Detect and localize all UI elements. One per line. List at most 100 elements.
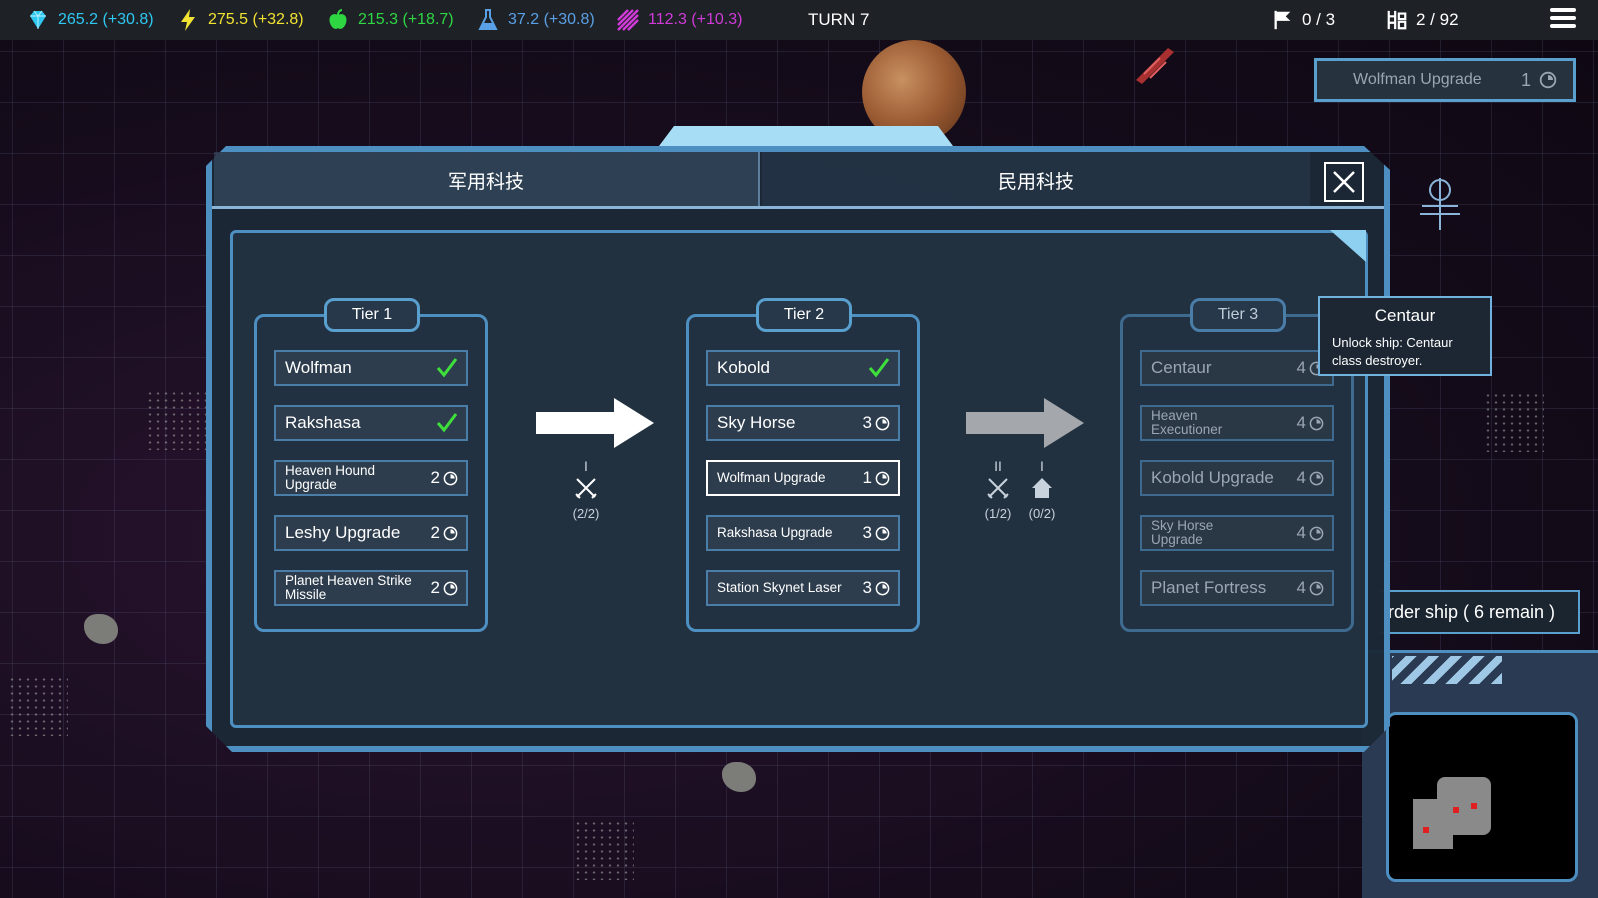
tech-name: Heaven Hound Upgrade [285, 462, 376, 492]
tech-station-skynet-laser[interactable]: Station Skynet Laser 3 [706, 570, 900, 606]
tier-2-label: Tier 2 [756, 298, 852, 332]
tech-planet-heaven-strike-missile[interactable]: Planet Heaven Strike Missile 2 [274, 570, 468, 606]
food-value: 215.3 (+18.7) [358, 11, 454, 28]
tech-name: Kobold [717, 358, 770, 378]
fleet-counter[interactable]: 2 / 92 [1386, 0, 1459, 40]
tech-rakshasa-upgrade[interactable]: Rakshasa Upgrade 3 [706, 515, 900, 551]
tech-centaur[interactable]: Centaur 4 [1140, 350, 1334, 386]
science-resource[interactable]: 37.2 (+30.8) [476, 0, 595, 40]
flag-icon [1274, 10, 1291, 30]
tech-heaven-hound-upgrade[interactable]: Heaven Hound Upgrade 2 [274, 460, 468, 496]
tech-kobold[interactable]: Kobold [706, 350, 900, 386]
checkmark-icon [436, 358, 458, 378]
science-value: 37.2 (+30.8) [508, 11, 595, 28]
clock-icon [1539, 71, 1557, 89]
checkmark-icon [436, 413, 458, 433]
tech-cost: 3 [862, 578, 872, 597]
order-ship-bar[interactable]: rder ship ( 6 remain ) [1380, 590, 1580, 634]
hamburger-menu-icon[interactable] [1550, 8, 1576, 32]
clock-icon [875, 526, 890, 540]
clock-icon [1309, 526, 1324, 540]
tech-name: Planet Fortress [1151, 578, 1267, 598]
food-icon [329, 9, 347, 29]
tier-2-requirement: I (2/2) [568, 458, 604, 521]
debris-field [1484, 392, 1544, 452]
tech-name: Heaven Executioner [1151, 407, 1223, 437]
clock-icon [443, 581, 458, 595]
tab-civil-tech[interactable]: 民用科技 [762, 152, 1310, 208]
crystal-value: 265.2 (+30.8) [58, 11, 154, 28]
arrow-right-locked-icon [966, 398, 1084, 448]
clock-icon [875, 471, 890, 485]
tech-name: Planet Heaven Strike Missile [285, 572, 412, 602]
order-ship-text: rder ship ( 6 remain ) [1388, 601, 1556, 622]
requirement-tier: I [584, 458, 588, 474]
food-resource[interactable]: 215.3 (+18.7) [326, 0, 454, 40]
requirement-tier: II [994, 458, 1002, 474]
debris-field [146, 390, 206, 450]
tab-divider [212, 206, 1384, 209]
research-queue-badge[interactable]: Wolfman Upgrade 1 [1314, 58, 1576, 102]
minimap-territory [1437, 777, 1491, 835]
close-icon [1333, 171, 1355, 193]
resource-bar: 265.2 (+30.8) 275.5 (+32.8) 215.3 (+18.7… [0, 0, 1598, 40]
influence-icon [617, 9, 639, 31]
crystal-icon [30, 10, 46, 29]
tech-name: Leshy Upgrade [285, 523, 401, 543]
queue-turns: 1 [1520, 69, 1531, 90]
tab-military-tech[interactable]: 军用科技 [214, 152, 760, 208]
tech-tooltip: Centaur Unlock ship: Centaur class destr… [1318, 296, 1492, 376]
space-station-icon[interactable] [1412, 176, 1468, 232]
requirement-tier: I [1040, 458, 1044, 474]
asteroid [84, 614, 118, 644]
minimap[interactable] [1386, 712, 1578, 882]
crossed-swords-icon [575, 478, 597, 499]
tech-wolfman[interactable]: Wolfman [274, 350, 468, 386]
minimap-enemy-marker [1471, 803, 1477, 809]
crystal-resource[interactable]: 265.2 (+30.8) [26, 0, 154, 40]
clock-icon [1309, 416, 1324, 430]
tech-planet-fortress[interactable]: Planet Fortress 4 [1140, 570, 1334, 606]
tech-name: Sky Horse [717, 413, 796, 433]
tech-cost: 3 [862, 523, 872, 542]
flag-counter[interactable]: 0 / 3 [1272, 0, 1335, 40]
tech-name: Kobold Upgrade [1151, 468, 1274, 488]
tech-name: Rakshasa Upgrade [717, 524, 833, 540]
tech-heaven-executioner[interactable]: Heaven Executioner 4 [1140, 405, 1334, 441]
tech-name: Station Skynet Laser [717, 579, 842, 595]
close-button[interactable] [1324, 162, 1364, 202]
energy-resource[interactable]: 275.5 (+32.8) [176, 0, 304, 40]
influence-value: 112.3 (+10.3) [648, 11, 743, 28]
debris-field [574, 820, 634, 880]
tech-cost: 4 [1296, 523, 1306, 542]
asteroid [722, 762, 756, 792]
crossed-swords-icon [987, 478, 1009, 499]
turn-indicator: TURN 7 [808, 10, 870, 29]
requirement-progress: (2/2) [572, 506, 600, 521]
enemy-ship-icon[interactable] [1130, 42, 1180, 84]
tech-name: Rakshasa [285, 413, 361, 433]
clock-icon [1309, 471, 1324, 485]
tech-sky-horse[interactable]: Sky Horse 3 [706, 405, 900, 441]
energy-icon [181, 9, 195, 31]
energy-value: 275.5 (+32.8) [208, 11, 304, 28]
tech-cost: 4 [1296, 578, 1306, 597]
tier-1-label: Tier 1 [324, 298, 420, 332]
tech-kobold-upgrade[interactable]: Kobold Upgrade 4 [1140, 460, 1334, 496]
debris-field [8, 676, 68, 736]
flag-count: 0 / 3 [1302, 10, 1336, 29]
clock-icon [443, 526, 458, 540]
tech-wolfman-upgrade[interactable]: Wolfman Upgrade 1 [706, 460, 900, 496]
tier-3-label: Tier 3 [1190, 298, 1286, 332]
tech-leshy-upgrade[interactable]: Leshy Upgrade 2 [274, 515, 468, 551]
tier-3-requirement-military: II (1/2) [978, 458, 1018, 521]
minimap-enemy-marker [1423, 827, 1429, 833]
clock-icon [1309, 581, 1324, 595]
tier-3-requirement-civil: I (0/2) [1022, 458, 1062, 521]
tech-rakshasa[interactable]: Rakshasa [274, 405, 468, 441]
checkmark-icon [868, 358, 890, 378]
clock-icon [875, 581, 890, 595]
tech-sky-horse-upgrade[interactable]: Sky Horse Upgrade 4 [1140, 515, 1334, 551]
influence-resource[interactable]: 112.3 (+10.3) [616, 0, 742, 40]
tooltip-title: Centaur [1374, 306, 1436, 325]
